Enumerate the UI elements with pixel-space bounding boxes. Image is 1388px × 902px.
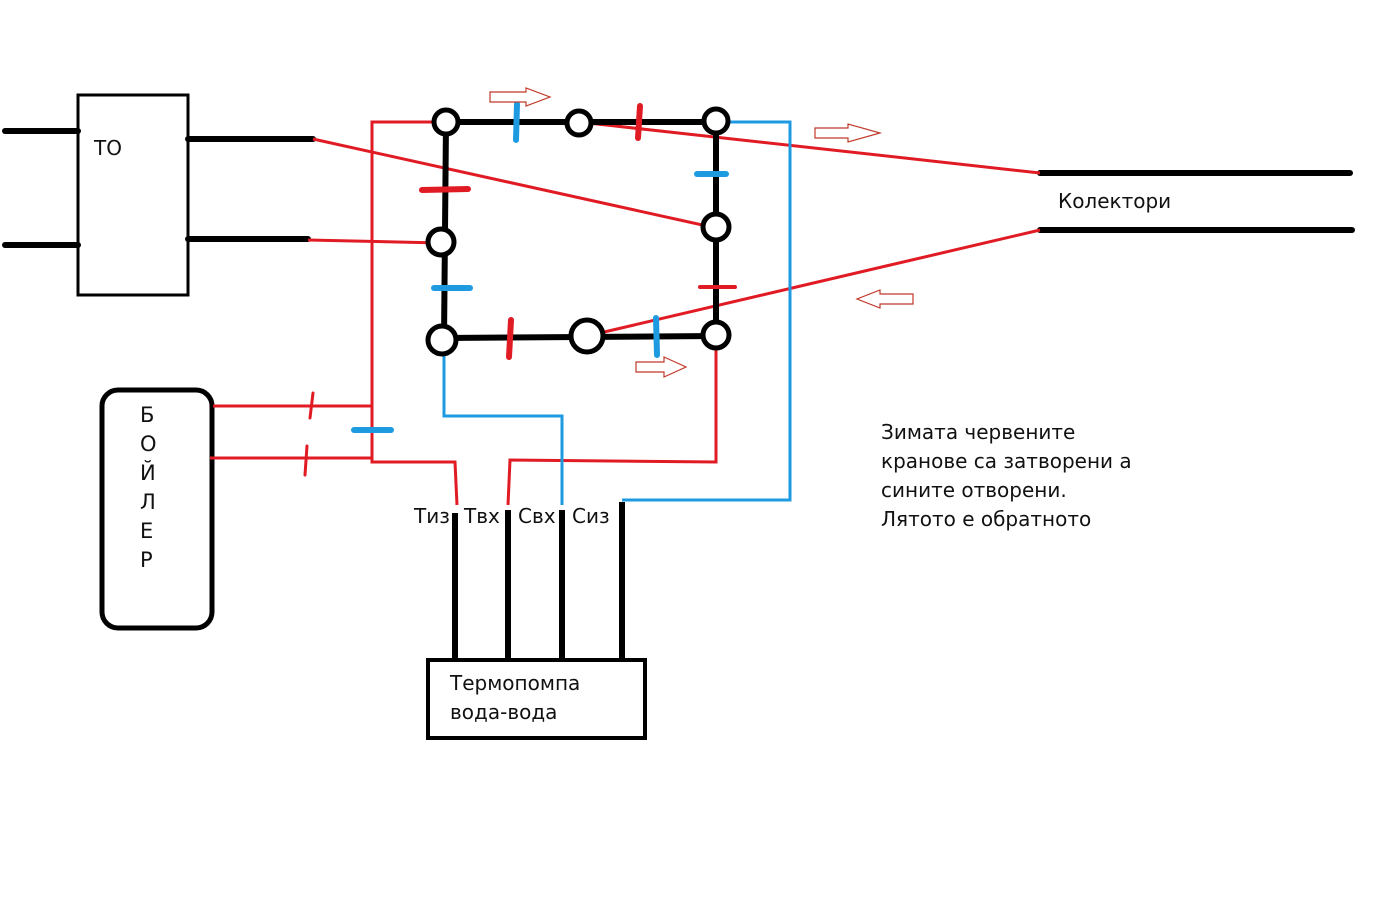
heat-exchanger-label: ТО (93, 136, 122, 160)
arrow-right-bottom-icon (635, 356, 688, 378)
valve-red-top (635, 103, 643, 141)
flow-arrows (489, 87, 914, 378)
note-line-2: кранове са затворени а (881, 449, 1132, 473)
valve-red-boiler-top (308, 391, 315, 420)
collectors: Колектори (1037, 170, 1355, 233)
blue-pipes (442, 120, 792, 505)
boiler-letter-5: Е (140, 519, 153, 543)
boiler-letter-2: О (140, 432, 157, 456)
arrow-left-collector-icon (855, 289, 914, 309)
valve-blue-top (513, 101, 520, 143)
node-top-left (431, 107, 461, 137)
seasonal-note: Зимата червените кранове са затворени а … (881, 420, 1132, 531)
red-pipes (210, 120, 1041, 506)
manifold-nodes (425, 106, 732, 357)
node-bottom-left (425, 323, 459, 357)
port-label-t-in: Твх (463, 504, 500, 528)
heat-pump: Термопомпа вода-вода Тиз Твх Свх Сиз (413, 502, 647, 740)
node-top-right (701, 106, 731, 136)
boiler: Б О Й Л Е Р (99, 387, 215, 631)
node-bottom-middle (568, 317, 606, 355)
port-label-s-out: Сиз (572, 504, 610, 528)
note-line-3: сините отворени. (881, 478, 1067, 502)
valve-red-boiler-bottom (303, 444, 309, 477)
heat-pump-label-line2: вода-вода (450, 700, 557, 724)
node-left-middle (425, 226, 457, 258)
red-valves (303, 103, 737, 477)
collectors-label: Колектори (1058, 189, 1171, 213)
heat-exchanger: ТО (2, 93, 316, 297)
boiler-letter-3: Й (140, 460, 156, 485)
boiler-letter-4: Л (140, 490, 156, 514)
blue-valves (351, 101, 729, 433)
port-label-t-out: Тиз (413, 504, 450, 528)
valve-blue-bottom (653, 315, 660, 358)
boiler-letter-1: Б (140, 403, 154, 427)
arrow-right-top-icon (489, 87, 552, 107)
node-bottom-right (700, 319, 732, 351)
note-line-1: Зимата червените (881, 420, 1075, 444)
boiler-letter-6: Р (140, 548, 153, 572)
note-line-4: Лятото е обратното (881, 507, 1091, 531)
arrow-right-collector-icon (814, 123, 883, 143)
port-label-s-in: Свх (518, 504, 556, 528)
node-right-middle (700, 211, 732, 243)
valve-red-bottom (506, 317, 514, 360)
heat-pump-label-line1: Термопомпа (449, 671, 580, 695)
valve-red-left (419, 186, 471, 193)
manifold-frame (441, 119, 719, 341)
node-top-middle (564, 108, 594, 138)
